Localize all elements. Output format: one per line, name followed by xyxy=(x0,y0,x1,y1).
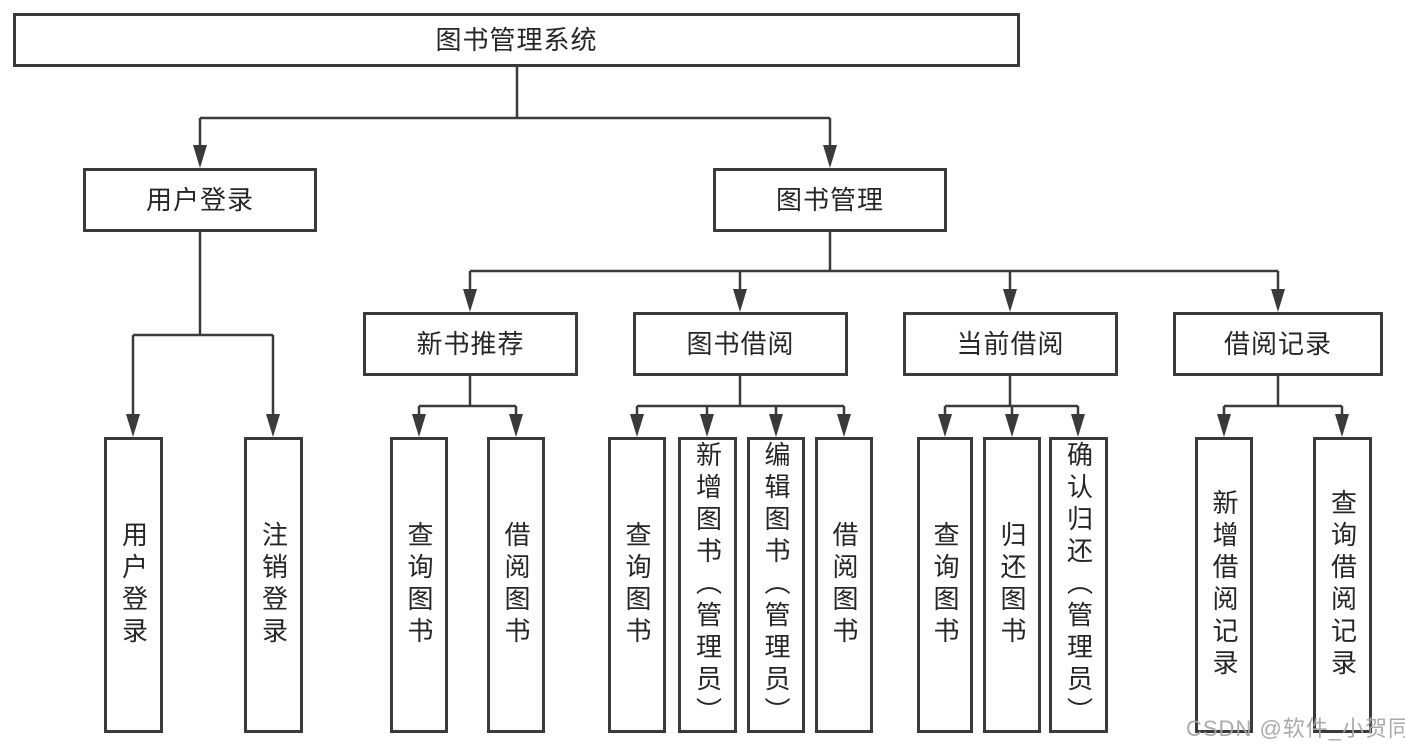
leaf-return-books: 归还图书 xyxy=(983,437,1041,733)
node-label: 借阅图书 xyxy=(829,521,859,649)
leaf-logout: 注销登录 xyxy=(244,437,303,733)
leaf-query-borrow-record: 查询借阅记录 xyxy=(1313,437,1372,733)
node-label: 用户登录 xyxy=(118,521,149,649)
node-label: 新增图书（管理员） xyxy=(692,441,723,729)
node-label: 查询图书 xyxy=(930,521,960,649)
node-borrowing-records: 借阅记录 xyxy=(1173,312,1383,376)
leaf-query-books-borrowing: 查询图书 xyxy=(608,437,666,733)
leaf-borrow-books-recommend: 借阅图书 xyxy=(487,437,545,733)
leaf-query-books-current: 查询图书 xyxy=(917,437,973,733)
node-label: 借阅记录 xyxy=(1223,329,1332,359)
node-label: 编辑图书（管理员） xyxy=(761,441,791,729)
node-label: 确认归还（管理员） xyxy=(1063,441,1094,729)
node-user-login: 用户登录 xyxy=(83,168,317,232)
node-label: 新增借阅记录 xyxy=(1209,489,1239,681)
node-label: 新书推荐 xyxy=(416,329,525,359)
node-new-book-recommendation: 新书推荐 xyxy=(363,312,578,376)
node-label: 查询借阅记录 xyxy=(1327,489,1358,681)
leaf-add-book-admin: 新增图书（管理员） xyxy=(678,437,737,733)
node-label: 归还图书 xyxy=(997,521,1027,649)
node-label: 当前借阅 xyxy=(956,329,1065,359)
node-label: 查询图书 xyxy=(622,521,652,649)
node-label: 图书管理系统 xyxy=(435,25,598,55)
node-current-borrowing: 当前借阅 xyxy=(903,312,1118,376)
node-label: 借阅图书 xyxy=(501,521,531,649)
node-label: 图书借阅 xyxy=(686,329,795,359)
node-library-management-system: 图书管理系统 xyxy=(13,13,1020,67)
leaf-user-login: 用户登录 xyxy=(104,437,163,733)
node-label: 用户登录 xyxy=(145,185,254,215)
node-label: 查询图书 xyxy=(404,521,434,649)
node-book-borrowing: 图书借阅 xyxy=(633,312,848,376)
leaf-add-borrow-record: 新增借阅记录 xyxy=(1195,437,1253,733)
leaf-edit-book-admin: 编辑图书（管理员） xyxy=(747,437,805,733)
node-label: 图书管理 xyxy=(775,185,884,215)
node-book-management: 图书管理 xyxy=(713,168,947,232)
node-label: 注销登录 xyxy=(258,521,289,649)
leaf-query-books-recommend: 查询图书 xyxy=(390,437,448,733)
leaf-borrow-books-borrowing: 借阅图书 xyxy=(815,437,873,733)
leaf-confirm-return-admin: 确认归还（管理员） xyxy=(1049,437,1108,733)
watermark: CSDN @软件_小贺同学 xyxy=(1186,716,1405,741)
